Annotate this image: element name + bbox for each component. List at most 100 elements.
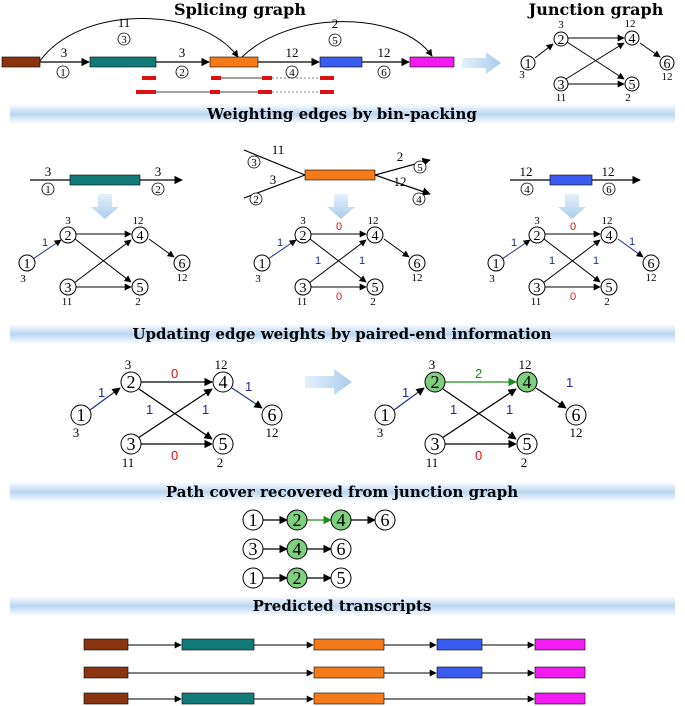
svg-text:11: 11 bbox=[297, 296, 308, 308]
wc-edge-25: 1 bbox=[549, 255, 555, 267]
weighted-graph-a: 1 1 3 2 3 3 11 4 12 5 2 6 12 bbox=[18, 215, 191, 308]
svg-text:2: 2 bbox=[431, 372, 440, 392]
wc-edge-46: 1 bbox=[629, 236, 635, 248]
edge-3-abundance: 11 bbox=[118, 15, 131, 30]
jg-node-3: 3 bbox=[558, 78, 565, 93]
edge-4-id: 4 bbox=[289, 67, 295, 79]
path-3-node-2: 2 bbox=[293, 568, 302, 588]
svg-text:3: 3 bbox=[300, 281, 307, 296]
wa-edge-12: 1 bbox=[42, 237, 48, 249]
edge-3-id: 3 bbox=[121, 34, 127, 46]
bin-a-out-abundance: 3 bbox=[155, 164, 162, 179]
weighted-graph-c: 1 0 1 1 0 1 1 3 2 3 3 11 4 12 5 2 6 12 bbox=[487, 215, 660, 308]
svg-text:6: 6 bbox=[572, 405, 581, 425]
path-1-node-2: 2 bbox=[293, 510, 302, 530]
jg-node-2-abundance: 3 bbox=[558, 19, 564, 31]
svg-text:1: 1 bbox=[259, 257, 266, 272]
after-edge-12: 1 bbox=[402, 385, 409, 400]
bin-c-in-id: 4 bbox=[524, 184, 530, 196]
bin-b-out1-id: 5 bbox=[417, 162, 423, 174]
path-1-node-4: 6 bbox=[381, 510, 390, 530]
svg-text:12: 12 bbox=[368, 215, 379, 227]
after-edge-34: 1 bbox=[506, 402, 513, 417]
svg-text:11: 11 bbox=[531, 296, 542, 308]
bin-a-in-abundance: 3 bbox=[45, 164, 52, 179]
svg-text:2: 2 bbox=[604, 296, 610, 308]
svg-text:12: 12 bbox=[177, 272, 188, 284]
svg-text:4: 4 bbox=[372, 229, 379, 244]
edge-1-id: 1 bbox=[60, 67, 66, 79]
svg-text:4: 4 bbox=[137, 229, 144, 244]
edge-6-id: 6 bbox=[381, 67, 387, 79]
before-edge-25: 1 bbox=[146, 402, 153, 417]
wb-edge-12: 1 bbox=[277, 237, 283, 249]
after-edge-24: 2 bbox=[475, 366, 482, 381]
wc-edge-12: 1 bbox=[511, 237, 517, 249]
bin-panel-c: 12 4 12 6 bbox=[510, 164, 641, 219]
path-3-node-1: 1 bbox=[249, 568, 258, 588]
bin-c-in-abundance: 12 bbox=[520, 164, 533, 179]
svg-text:6: 6 bbox=[179, 257, 186, 272]
updated-graph-before: 1 0 1 1 0 1 1 3 2 3 3 11 4 12 5 2 6 12 bbox=[70, 357, 283, 470]
before-edge-12: 1 bbox=[98, 385, 105, 400]
updating-title: Updating edge weights by paired-end info… bbox=[132, 325, 551, 343]
svg-text:5: 5 bbox=[219, 434, 228, 454]
splicing-graph-title: Splicing graph bbox=[174, 0, 306, 19]
splicing-graph: 3 1 3 2 12 4 12 6 11 3 2 5 bbox=[1, 15, 455, 94]
jg-node-3-abundance: 11 bbox=[556, 92, 567, 104]
after-edge-25: 1 bbox=[450, 402, 457, 417]
before-edge-46: 1 bbox=[245, 379, 252, 394]
edge-5-abundance: 2 bbox=[332, 16, 339, 31]
path-2-node-3: 6 bbox=[337, 539, 346, 559]
svg-text:3: 3 bbox=[377, 425, 384, 440]
svg-text:4: 4 bbox=[523, 372, 532, 392]
svg-text:6: 6 bbox=[648, 257, 655, 272]
exon-3 bbox=[209, 56, 259, 68]
wb-edge-35: 0 bbox=[336, 291, 342, 303]
weighting-band bbox=[10, 104, 675, 124]
svg-text:3: 3 bbox=[125, 357, 132, 372]
down-arrow-icon bbox=[91, 194, 119, 219]
svg-text:2: 2 bbox=[135, 296, 141, 308]
after-edge-35: 0 bbox=[475, 448, 482, 463]
junction-graph: 1 3 2 3 3 11 4 12 5 2 6 12 bbox=[519, 18, 675, 104]
edge-6-abundance: 12 bbox=[378, 45, 391, 60]
svg-text:11: 11 bbox=[426, 455, 439, 470]
svg-text:2: 2 bbox=[65, 229, 72, 244]
edge-4-abundance: 12 bbox=[286, 45, 299, 60]
before-edge-35: 0 bbox=[171, 448, 178, 463]
svg-text:3: 3 bbox=[255, 273, 261, 285]
svg-text:12: 12 bbox=[133, 215, 144, 227]
svg-text:3: 3 bbox=[534, 281, 541, 296]
jg-node-4: 4 bbox=[629, 32, 636, 47]
svg-text:4: 4 bbox=[219, 372, 228, 392]
bin-c-out-abundance: 12 bbox=[602, 164, 615, 179]
jg-node-6: 6 bbox=[664, 57, 671, 72]
pathcover-band bbox=[10, 482, 675, 502]
edge-5-id: 5 bbox=[332, 35, 338, 47]
svg-text:3: 3 bbox=[489, 273, 495, 285]
edge-2-id: 2 bbox=[179, 67, 185, 79]
edge-1-abundance: 3 bbox=[61, 45, 68, 60]
wb-edge-24: 0 bbox=[336, 221, 342, 233]
updated-graph-after: 1 2 1 1 0 1 1 3 2 3 3 11 4 12 5 2 6 12 bbox=[374, 357, 587, 470]
after-edge-46: 1 bbox=[566, 375, 573, 390]
wb-edge-25: 1 bbox=[315, 255, 321, 267]
junction-graph-title: Junction graph bbox=[527, 0, 664, 19]
svg-text:12: 12 bbox=[519, 357, 532, 372]
svg-text:5: 5 bbox=[137, 281, 144, 296]
before-edge-24: 0 bbox=[171, 366, 178, 381]
path-1-node-3: 4 bbox=[337, 510, 346, 530]
jg-node-6-abundance: 12 bbox=[662, 71, 673, 83]
svg-text:3: 3 bbox=[300, 215, 306, 227]
path-2-node-1: 3 bbox=[249, 539, 258, 559]
down-arrow-icon bbox=[558, 194, 586, 219]
wc-edge-35: 0 bbox=[570, 291, 576, 303]
bin-b-in2-abundance: 3 bbox=[270, 172, 277, 187]
jg-node-2: 2 bbox=[558, 33, 565, 48]
exon-2 bbox=[89, 56, 157, 68]
jg-node-1: 1 bbox=[525, 57, 532, 72]
svg-text:12: 12 bbox=[570, 425, 583, 440]
svg-text:3: 3 bbox=[65, 215, 71, 227]
